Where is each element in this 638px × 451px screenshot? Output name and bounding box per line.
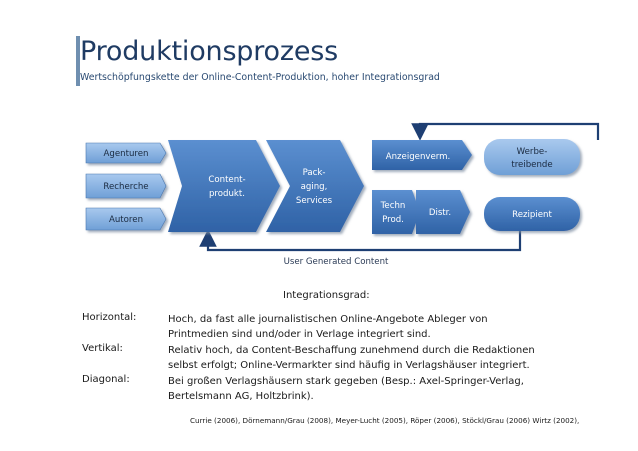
source-box-recherche xyxy=(85,173,167,199)
label-rezipient: Rezipient xyxy=(512,210,552,220)
label-werbe-2: treibende xyxy=(511,160,552,170)
integration-title: Integrationsgrad: xyxy=(283,290,370,301)
row-label-vertikal: Vertikal: xyxy=(82,343,123,354)
feedback-arrow-top xyxy=(411,122,600,141)
label-techn-2: Prod. xyxy=(382,215,404,225)
label-werbe-1: Werbe- xyxy=(517,147,548,157)
box-anzeigenvermarktung xyxy=(372,140,472,170)
box-techn-prod xyxy=(372,190,420,234)
source-box-agenturen xyxy=(85,142,167,164)
ugc-arrow xyxy=(199,220,522,252)
label-packaging-3: Services xyxy=(296,196,333,206)
row-text-horizontal: Hoch, da fast alle journalistischen Onli… xyxy=(168,312,488,342)
references: Currie (2006), Dörnemann/Grau (2008), Me… xyxy=(190,416,580,425)
label-techn-1: Techn xyxy=(380,201,406,211)
label-content-produkt-2: produkt. xyxy=(209,189,245,199)
label-packaging-1: Pack- xyxy=(303,168,326,178)
label-recherche: Recherche xyxy=(103,182,148,192)
row-text-line: selbst erfolgt; Online-Vermarkter sind h… xyxy=(168,360,530,371)
row-text-line: Bertelsmann AG, Holtzbrink). xyxy=(168,391,314,402)
row-label-diagonal: Diagonal: xyxy=(82,374,130,385)
row-text-line: Relativ hoch, da Content-Beschaffung zun… xyxy=(168,345,535,356)
row-text-line: Printmedien sind und/oder in Verlage int… xyxy=(168,329,431,340)
row-text-vertikal: Relativ hoch, da Content-Beschaffung zun… xyxy=(168,343,535,373)
page-subtitle: Wertschöpfungskette der Online-Content-P… xyxy=(80,72,440,83)
label-user-generated-content: User Generated Content xyxy=(284,257,389,267)
row-label-horizontal: Horizontal: xyxy=(82,312,137,323)
row-text-diagonal: Bei großen Verlagshäusern stark gegeben … xyxy=(168,374,524,404)
label-content-produkt-1: Content- xyxy=(208,175,245,185)
page-title: Produktionsprozess xyxy=(80,36,338,67)
label-autoren: Autoren xyxy=(109,215,143,225)
label-packaging-2: aging, xyxy=(301,182,328,192)
ellipse-werbetreibende xyxy=(484,139,580,175)
source-box-autoren xyxy=(85,207,167,231)
title-accent-bar xyxy=(76,36,80,86)
row-text-line: Hoch, da fast alle journalistischen Onli… xyxy=(168,314,488,325)
label-distr: Distr. xyxy=(429,208,451,218)
ellipse-rezipient xyxy=(484,197,580,231)
label-agenturen: Agenturen xyxy=(104,149,149,159)
row-text-line: Bei großen Verlagshäusern stark gegeben … xyxy=(168,376,524,387)
chevron-packaging xyxy=(266,140,364,232)
box-distr xyxy=(416,190,470,234)
label-anzeigenverm: Anzeigenverm. xyxy=(386,152,451,162)
chevron-content-produkt xyxy=(168,140,280,232)
